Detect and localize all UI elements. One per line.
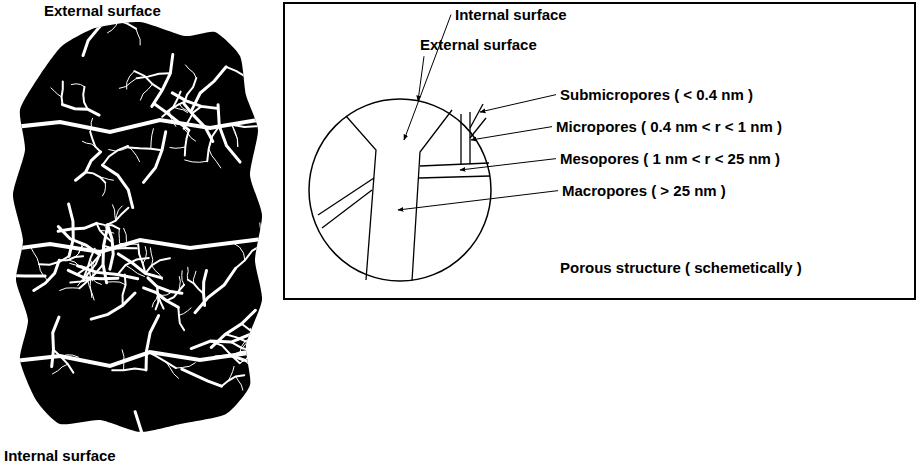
particle-blob <box>13 22 262 432</box>
leader-line <box>471 127 552 140</box>
surface-label: Internal surface <box>455 6 567 23</box>
leader-line <box>398 191 558 210</box>
pore-label: Micropores ( 0.4 nm < r < 1 nm ) <box>556 118 782 135</box>
pore-label: Macropores ( > 25 nm ) <box>562 182 726 199</box>
pore-schematic <box>309 99 491 281</box>
surface-label: Internal surface <box>4 447 116 464</box>
crack-texture <box>0 0 275 471</box>
surface-label: External surface <box>44 2 161 19</box>
pore-label: Submicropores ( < 0.4 nm ) <box>560 86 753 103</box>
leader-line <box>480 95 556 112</box>
pore-label: Mesopores ( 1 nm < r < 25 nm ) <box>560 150 780 167</box>
leader-line <box>404 15 451 140</box>
surface-label: External surface <box>420 36 537 53</box>
leader-line <box>460 159 556 170</box>
leader-line <box>418 56 424 101</box>
frame-caption: Porous structure ( schemetically ) <box>560 259 802 276</box>
